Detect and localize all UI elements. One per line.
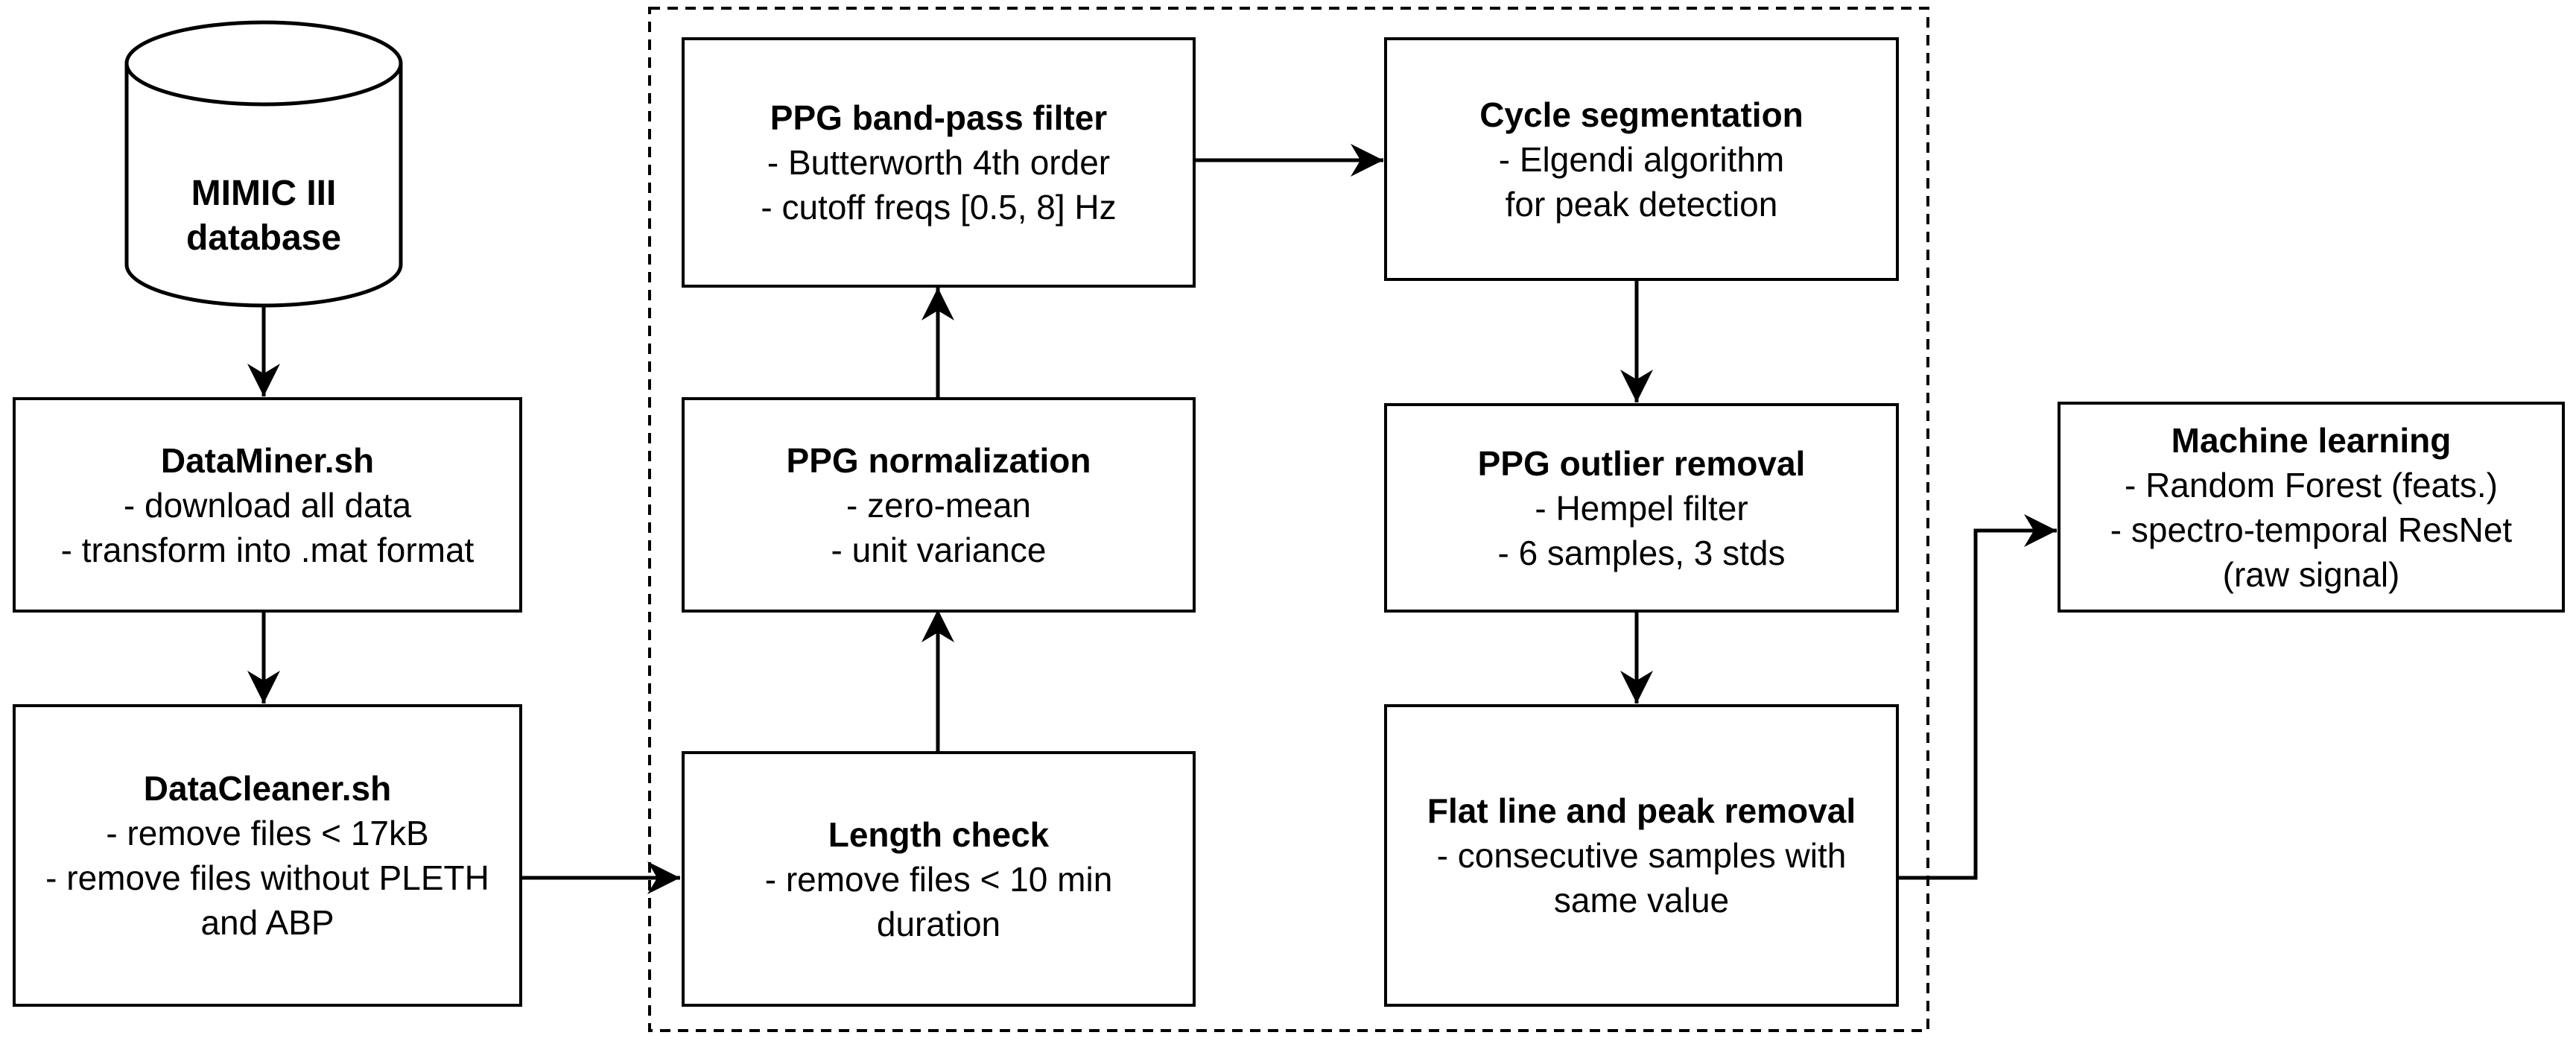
cycleseg-line-2: for peak detection <box>1505 184 1778 224</box>
normalization-line-2: - unit variance <box>831 530 1047 569</box>
database-line-1: MIMIC III <box>191 174 337 213</box>
cycleseg-title: Cycle segmentation <box>1479 95 1803 134</box>
outlier-title: PPG outlier removal <box>1477 443 1806 483</box>
bandpass-title: PPG band-pass filter <box>770 98 1108 137</box>
flatline-box: Flat line and peak removal - consecutive… <box>1384 704 1899 1007</box>
datacleaner-box: DataCleaner.sh - remove files < 17kB - r… <box>13 704 522 1007</box>
flatline-title: Flat line and peak removal <box>1427 791 1856 830</box>
normalization-title: PPG normalization <box>786 440 1091 480</box>
cycleseg-line-1: - Elgendi algorithm <box>1498 139 1785 179</box>
database-cylinder <box>124 20 403 308</box>
datacleaner-title: DataCleaner.sh <box>143 769 392 808</box>
dataminer-line-1: - download all data <box>123 485 412 525</box>
normalization-line-1: - zero-mean <box>846 485 1031 525</box>
flatline-line-2: same value <box>1553 881 1730 920</box>
normalization-box: PPG normalization - zero-mean - unit var… <box>682 397 1196 613</box>
cycleseg-box: Cycle segmentation - Elgendi algorithm f… <box>1384 37 1899 281</box>
ml-title: Machine learning <box>2171 420 2452 460</box>
datacleaner-line-2: - remove files without PLETH <box>45 858 489 897</box>
lengthcheck-box: Length check - remove files < 10 min dur… <box>682 751 1196 1007</box>
processing-region <box>648 7 1929 1032</box>
lengthcheck-line-2: duration <box>876 904 1001 943</box>
datacleaner-line-3: and ABP <box>200 903 334 942</box>
bandpass-line-1: - Butterworth 4th order <box>767 143 1111 182</box>
ml-box: Machine learning - Random Forest (feats.… <box>2058 402 2565 613</box>
datacleaner-line-1: - remove files < 17kB <box>106 814 429 852</box>
outlier-line-2: - 6 samples, 3 stds <box>1497 533 1786 572</box>
database-line-2: database <box>185 218 342 258</box>
ml-line-3: (raw signal) <box>2222 554 2400 594</box>
flatline-line-1: - consecutive samples with <box>1436 836 1847 875</box>
lengthcheck-line-1: - remove files < 10 min <box>764 859 1113 899</box>
dataminer-line-2: - transform into .mat format <box>60 530 475 569</box>
ml-line-1: - Random Forest (feats.) <box>2124 465 2499 504</box>
outlier-box: PPG outlier removal - Hempel filter - 6 … <box>1384 403 1899 613</box>
dataminer-title: DataMiner.sh <box>160 440 375 480</box>
outlier-line-1: - Hempel filter <box>1535 488 1748 528</box>
dataminer-box: DataMiner.sh - download all data - trans… <box>13 397 522 613</box>
bandpass-line-2: - cutoff freqs [0.5, 8] Hz <box>761 188 1117 227</box>
database-label: MIMIC III database <box>127 171 401 261</box>
ml-line-2: - spectro-temporal ResNet <box>2110 510 2513 549</box>
bandpass-box: PPG band-pass filter - Butterworth 4th o… <box>682 37 1196 288</box>
lengthcheck-title: Length check <box>828 814 1050 854</box>
arrow-flatline-to-ml <box>1899 514 2057 880</box>
